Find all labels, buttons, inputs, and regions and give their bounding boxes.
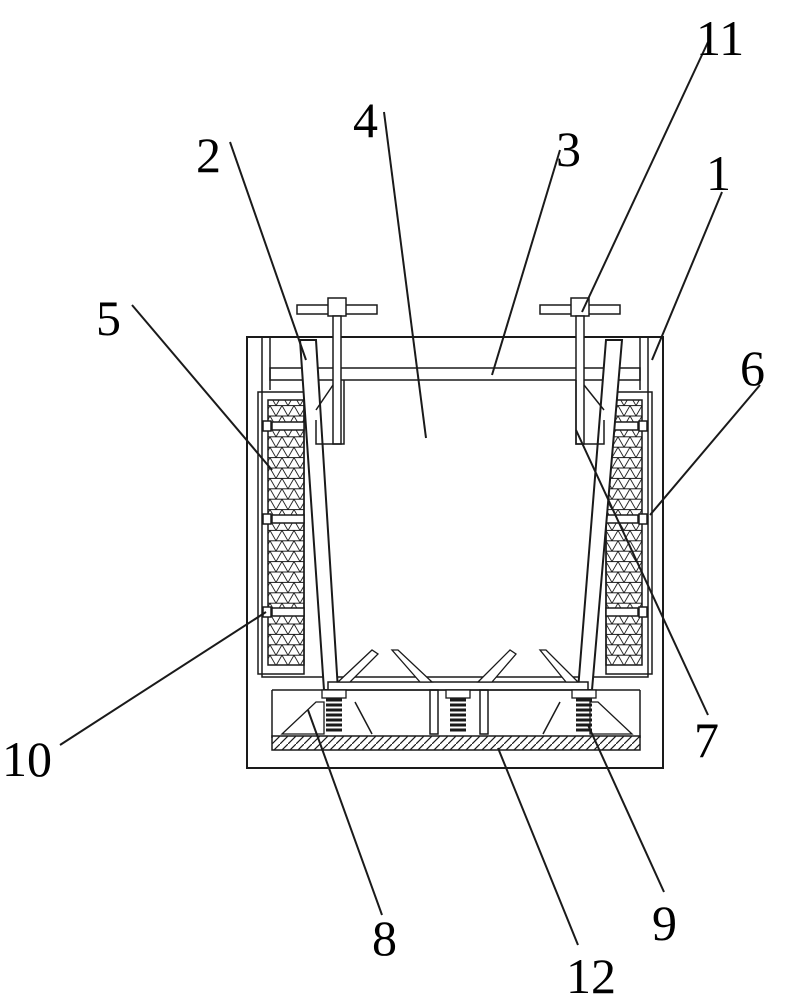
leader-4 (383, 111, 427, 439)
label-3: 3 (556, 121, 581, 177)
right-adjust-screw (539, 297, 621, 445)
leader-8 (307, 709, 383, 916)
outer-housing (246, 336, 664, 769)
bottom-plate (271, 735, 641, 751)
leader-2 (229, 141, 307, 361)
label-9: 9 (652, 895, 677, 951)
label-8: 8 (372, 910, 397, 966)
label-6: 6 (740, 340, 765, 396)
leader-7 (575, 429, 709, 716)
bottom-tray (327, 649, 589, 691)
leader-3 (491, 149, 561, 376)
leader-11 (581, 41, 709, 313)
label-5: 5 (96, 290, 121, 346)
springs (321, 689, 597, 732)
leader-9 (587, 724, 665, 893)
leader-1 (651, 191, 723, 361)
leader-lines (59, 41, 761, 946)
spring-left (321, 689, 347, 732)
label-2: 2 (196, 127, 221, 183)
label-4: 4 (353, 92, 378, 148)
label-1: 1 (706, 145, 731, 201)
label-7: 7 (694, 712, 719, 768)
spring-right (571, 689, 597, 732)
callout-labels: 1 2 3 4 5 6 7 8 9 10 11 12 (2, 10, 765, 1000)
inner-hopper (298, 339, 624, 691)
left-buffer-block (257, 391, 305, 675)
label-12: 12 (566, 948, 616, 1000)
leader-10 (59, 611, 267, 746)
leader-5 (131, 304, 273, 471)
top-crossbar (269, 367, 641, 381)
label-10: 10 (2, 731, 52, 787)
leader-6 (649, 384, 761, 516)
label-11: 11 (696, 10, 744, 66)
spring-center (445, 689, 471, 732)
leader-12 (497, 747, 579, 946)
left-adjust-screw (296, 297, 378, 445)
